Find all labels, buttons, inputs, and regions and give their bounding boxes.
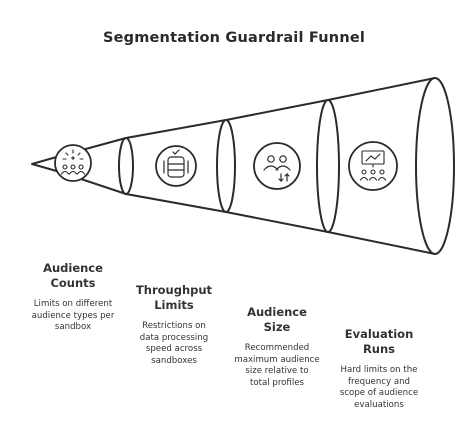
stage-title-line: Evaluation [344, 327, 414, 341]
stage-description-line: Hard limits on the [340, 365, 418, 375]
stage-title-line: Throughput [135, 283, 213, 297]
stage-audience-counts: Audience Counts Limits on different audi… [18, 261, 128, 334]
stage-description-line: maximum audience [234, 354, 320, 365]
stage-title-line: Counts [50, 276, 96, 290]
stage-description-line: Restrictions on [142, 321, 206, 331]
stage-icon-circle [253, 142, 301, 190]
stage-title: Audience Counts [18, 261, 128, 291]
stage-description-line: Limits on different [33, 299, 113, 309]
presentation-group-icon [359, 150, 387, 181]
stage-title-line: Runs [362, 342, 396, 356]
stage-description-line: size relative to [245, 366, 309, 376]
stage-description-line: frequency and [347, 376, 410, 387]
stage-description: Limits on different audience types per s… [18, 299, 128, 334]
stage-evaluation-runs: Evaluation Runs Hard limits on the frequ… [324, 327, 434, 411]
stage-description-line: sandboxes [151, 355, 197, 366]
stage-description-line: scope of audience [339, 388, 419, 398]
stage-title: Audience Size [222, 305, 332, 335]
database-check-icon [163, 149, 189, 178]
people-sparkle-icon [60, 149, 86, 175]
stage-title: Throughput Limits [119, 283, 229, 313]
stage-description-line: audience types per [31, 310, 115, 321]
stage-description-line: total profiles [249, 377, 304, 388]
stage-throughput-limits: Throughput Limits Restrictions on data p… [119, 283, 229, 367]
funnel-rim [216, 119, 236, 213]
stage-title-line: Audience [43, 261, 103, 275]
stage-title-line: Limits [154, 298, 194, 312]
stage-description: Recommended maximum audience size relati… [222, 343, 332, 389]
stage-description: Hard limits on the frequency and scope o… [324, 365, 434, 411]
stage-description-line: data processing [139, 332, 209, 343]
stage-description-line: evaluations [354, 399, 404, 410]
stage-description-line: Recommended [244, 343, 310, 353]
funnel-rim [415, 77, 455, 255]
funnel-rim [118, 137, 134, 195]
stage-title-line: Size [263, 320, 291, 334]
stage-description-line: sandbox [54, 322, 92, 332]
stage-description: Restrictions on data processing speed ac… [119, 321, 229, 367]
stage-title-line: Audience [247, 305, 307, 319]
stage-description-line: speed across [145, 344, 203, 354]
stage-title: Evaluation Runs [324, 327, 434, 357]
funnel-rim [316, 99, 340, 233]
stage-icon-circle [155, 145, 197, 187]
stage-audience-size: Audience Size Recommended maximum audien… [222, 305, 332, 389]
users-sort-icon [263, 155, 291, 183]
page-title: Segmentation Guardrail Funnel [102, 30, 366, 46]
